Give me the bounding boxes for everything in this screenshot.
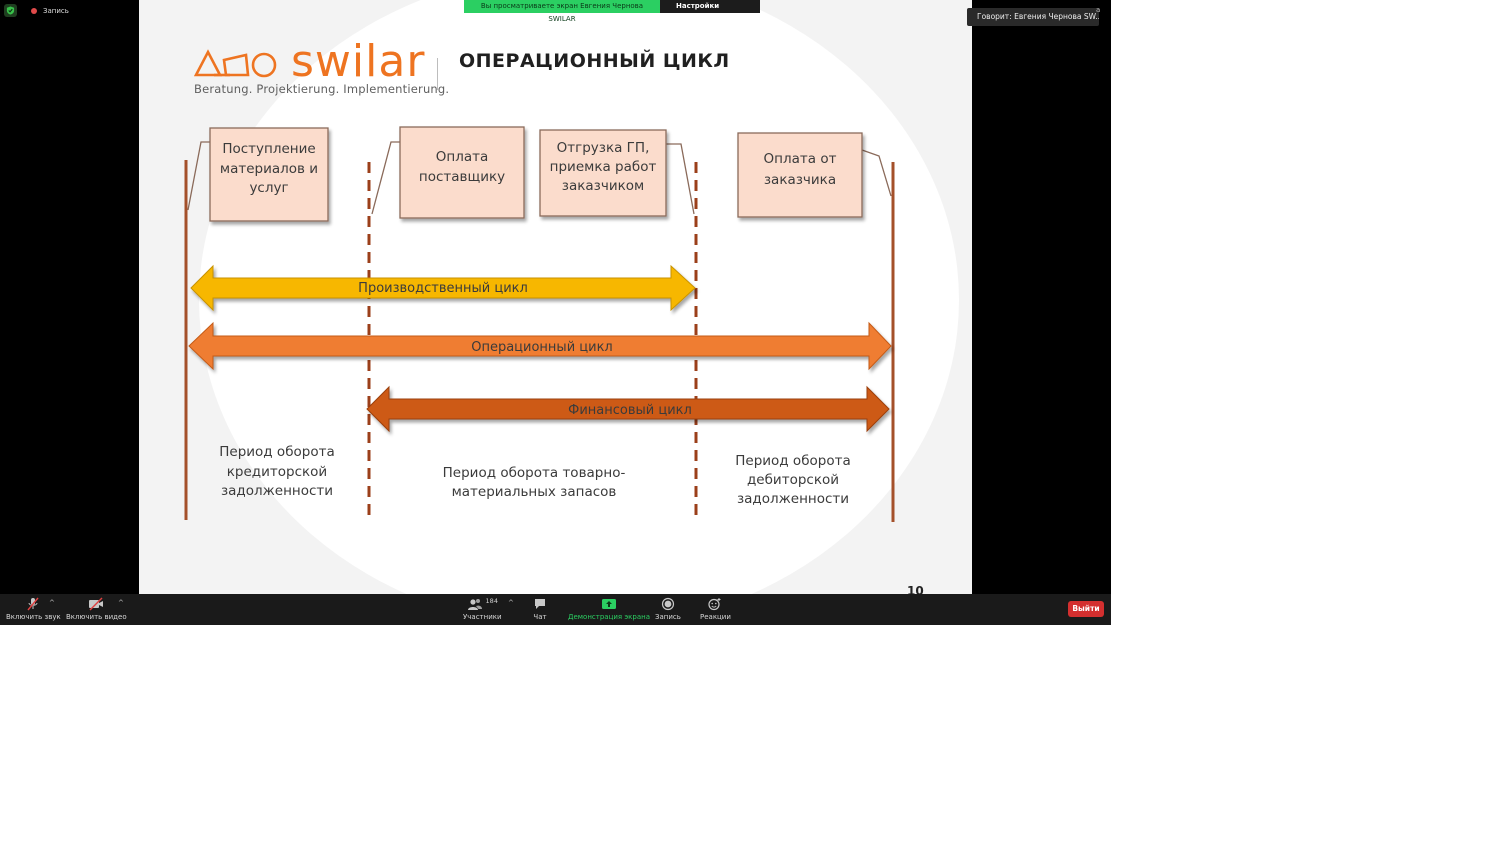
share-screen-button[interactable]: Демонстрация экрана [568, 597, 650, 621]
slide-title: ОПЕРАЦИОННЫЙ ЦИКЛ [459, 50, 730, 72]
svg-text:услуг: услуг [249, 180, 288, 196]
security-shield-icon[interactable] [4, 4, 17, 17]
svg-text:Период оборота: Период оборота [735, 453, 851, 469]
share-banner: Вы просматриваете экран Евгения Чернова … [464, 0, 760, 23]
svg-text:Оплата: Оплата [436, 149, 489, 165]
recording-indicator: Запись [4, 4, 69, 17]
record-button[interactable]: Запись [655, 597, 681, 621]
svg-text:заказчика: заказчика [764, 172, 836, 188]
reactions-label: Реакции [700, 613, 731, 621]
recording-label[interactable]: Запись [43, 6, 69, 15]
participants-options-chevron-icon[interactable]: ^ [508, 599, 514, 607]
operating-cycle-diagram: Поступление материалов и услуг Оплата по… [184, 126, 895, 522]
svg-text:материалов и: материалов и [220, 161, 318, 177]
participants-icon [467, 599, 482, 610]
connector [371, 141, 400, 215]
svg-text:материальных запасов: материальных запасов [452, 484, 617, 500]
inventory-period-label: Период оборота товарно- материальных зап… [443, 465, 626, 500]
svg-text:поставщику: поставщику [419, 169, 505, 185]
svg-text:задолженности: задолженности [737, 491, 849, 507]
svg-text:Период оборота: Период оборота [219, 444, 335, 460]
chat-label: Чат [533, 613, 547, 621]
event-box-shipment: Отгрузка ГП, приемка работ заказчиком [539, 129, 667, 217]
logo-wordmark: swilar [291, 36, 426, 87]
audio-options-chevron-icon[interactable]: ^ [49, 599, 55, 607]
logo-tagline: Beratung. Projektierung. Implementierung… [194, 82, 450, 96]
production-cycle-arrow: Производственный цикл [190, 264, 696, 312]
microphone-muted-icon [27, 597, 39, 611]
payables-period-label: Период оборота кредиторской задолженност… [219, 444, 335, 499]
svg-text:Отгрузка ГП,: Отгрузка ГП, [557, 140, 650, 156]
svg-text:дебиторской: дебиторской [747, 472, 839, 488]
event-box-materials: Поступление материалов и услуг [209, 127, 329, 222]
connector [666, 143, 695, 215]
svg-text:Операционный цикл: Операционный цикл [471, 340, 613, 355]
svg-text:Финансовый цикл: Финансовый цикл [568, 403, 692, 418]
participants-count: 184 [485, 597, 498, 605]
share-banner-text: Вы просматриваете экран Евгения Чернова … [464, 0, 660, 23]
unmute-button[interactable]: Включить звук [6, 597, 61, 621]
start-video-button[interactable]: Включить видео [66, 597, 127, 621]
record-label: Запись [655, 613, 681, 621]
active-speaker-tag: Говорит: Евгения Чернова SW... [967, 8, 1099, 26]
view-options-label: Настройки просмотра [676, 2, 720, 23]
event-box-supplier-payment: Оплата поставщику [399, 126, 525, 219]
video-options-chevron-icon[interactable]: ^ [118, 599, 124, 607]
chat-icon [535, 599, 545, 609]
record-icon [661, 597, 675, 611]
reactions-button[interactable]: Реакции [700, 597, 731, 621]
chevron-down-icon: ⌄ [724, 15, 731, 23]
participants-button[interactable]: 184 Участники [463, 597, 502, 621]
view-options-button[interactable]: Настройки просмотра ⌄ [660, 0, 760, 23]
reactions-icon [708, 598, 721, 611]
camera-off-icon [89, 597, 104, 611]
participants-label: Участники [463, 613, 502, 621]
svg-text:кредиторской: кредиторской [227, 464, 327, 480]
svg-text:Оплата от: Оплата от [764, 151, 837, 167]
meeting-toolbar: Включить звук ^ Включить видео ^ 184 [0, 594, 1111, 625]
start-video-label: Включить видео [66, 613, 127, 621]
swilar-logo-icon [194, 49, 277, 78]
connector [861, 149, 892, 197]
svg-text:заказчиком: заказчиком [562, 178, 644, 194]
svg-text:приемка работ: приемка работ [550, 159, 657, 175]
gallery-name-fragment: а [1096, 6, 1101, 14]
receivables-period-label: Период оборота дебиторской задолженности [735, 453, 851, 507]
operating-cycle-arrow: Операционный цикл [188, 321, 892, 371]
share-screen-icon [602, 599, 616, 609]
svg-text:Поступление: Поступление [222, 141, 315, 157]
chat-button[interactable]: Чат [533, 597, 547, 621]
svg-text:Период оборота товарно-: Период оборота товарно- [443, 465, 626, 481]
zoom-window: Запись swilar Beratung. Projektierung. I… [0, 0, 1111, 625]
financial-cycle-arrow: Финансовый цикл [366, 385, 890, 433]
recording-dot-icon [31, 7, 37, 14]
svg-text:задолженности: задолженности [221, 483, 333, 499]
connector [187, 141, 210, 211]
share-screen-label: Демонстрация экрана [568, 613, 650, 621]
shared-screen-slide: swilar Beratung. Projektierung. Implemen… [139, 0, 972, 594]
unmute-label: Включить звук [6, 613, 61, 621]
slide-page-number: 10 [907, 584, 924, 594]
leave-meeting-button[interactable]: Выйти [1068, 601, 1104, 617]
title-divider [437, 58, 438, 90]
event-box-customer-payment: Оплата от заказчика [737, 132, 863, 218]
svg-text:Производственный цикл: Производственный цикл [358, 281, 528, 296]
